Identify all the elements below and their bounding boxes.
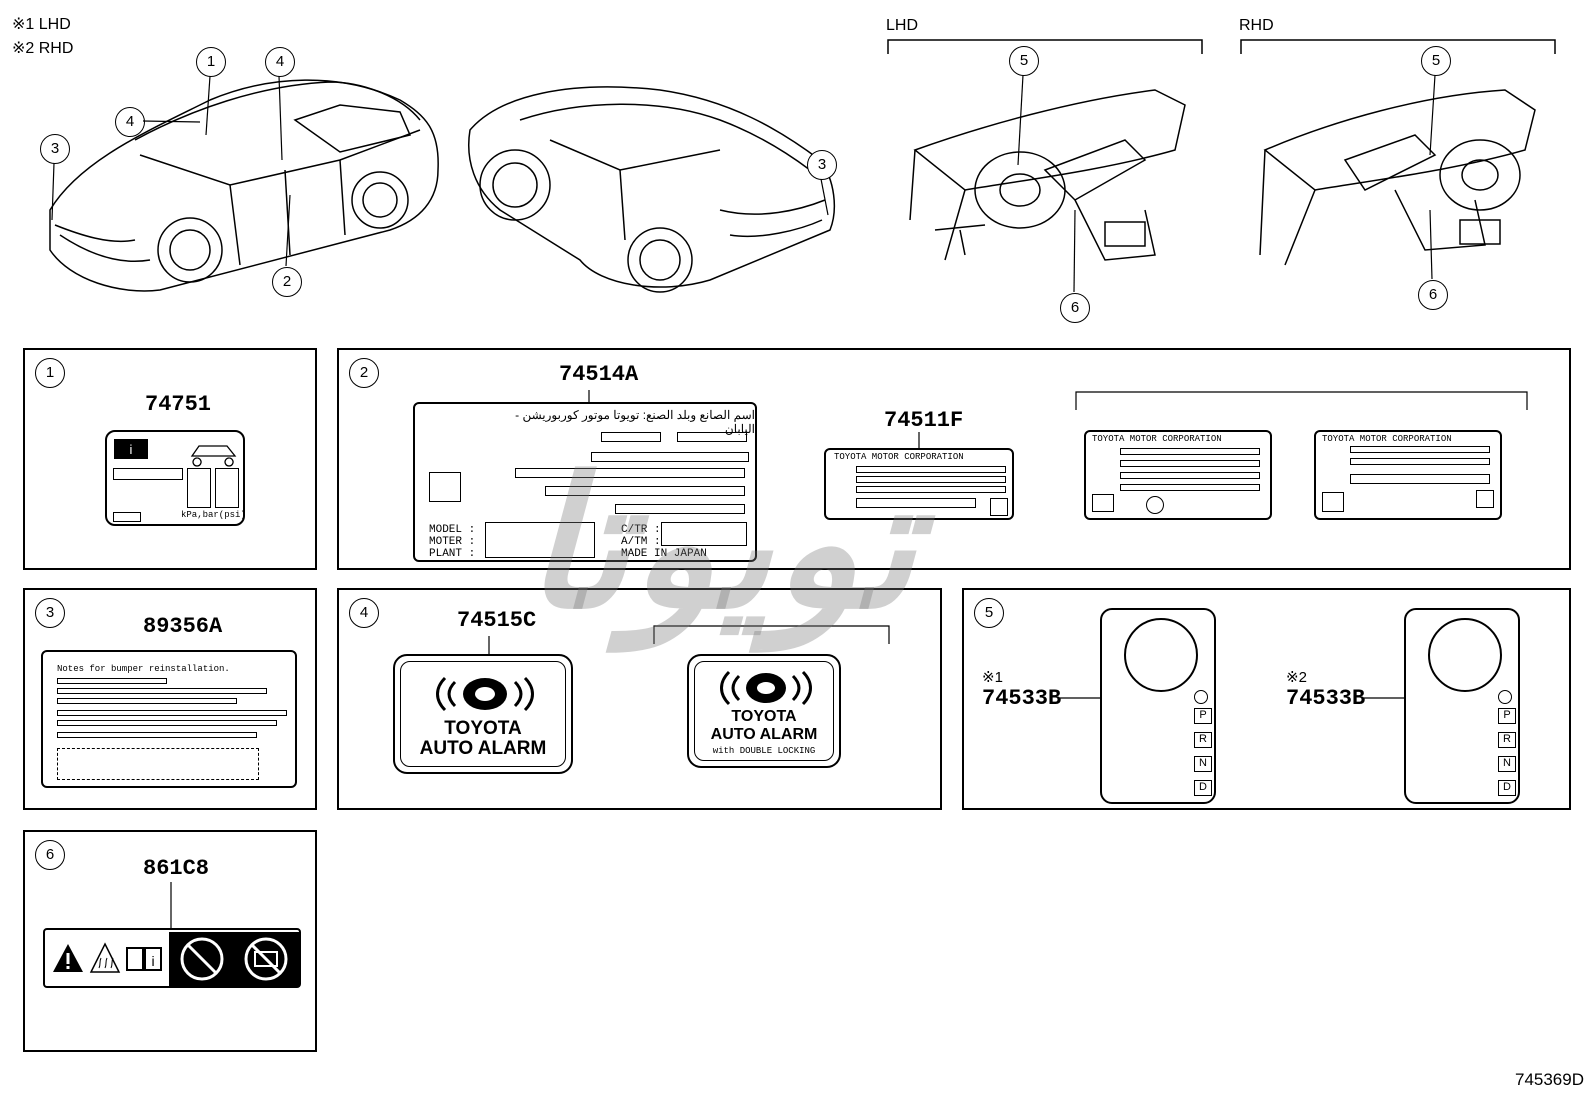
callout-5-lhd: 5: [1009, 46, 1039, 76]
dashboard-lhd-illustration: [909, 89, 1186, 261]
callout-2: 2: [272, 267, 302, 297]
panel-1-part-number: 74751: [145, 392, 212, 417]
callout-leaders: [51, 74, 1436, 293]
alarm-b-line2: AUTO ALARM: [710, 726, 818, 743]
panel-3: 3 89356A Notes for bumper reinstallation…: [23, 588, 317, 810]
plate-74514a: اسم الصانع وبلد الصنع: تويوتا موتور كورب…: [413, 402, 757, 562]
rhd-bracket: [1240, 39, 1556, 54]
plate-plant: PLANT :: [429, 548, 476, 560]
panel-1: 1 74751 i kPa,bar(psi): [23, 348, 317, 570]
panel-5-part-right: 74533B: [1286, 686, 1366, 711]
alarm-label-a: TOYOTA AUTO ALARM: [393, 654, 573, 774]
manual-book-icon: i: [114, 439, 148, 459]
plate-moter: MOTER :: [429, 536, 476, 548]
panel-6: 6 861C8 i: [23, 830, 317, 1052]
callout-4: 4: [115, 107, 145, 137]
panel-4-part-number: 74515C: [457, 608, 537, 633]
panel-4-number: 4: [349, 598, 379, 628]
callout-3-rear: 3: [807, 150, 837, 180]
panel-5-note1: ※1: [982, 669, 1003, 686]
callout-4-door: 4: [265, 47, 295, 77]
svg-text:i: i: [130, 442, 133, 457]
panel-5: 5 ※1 74533B ※2 74533B P R N D P R N D: [962, 588, 1571, 810]
no-object-icon: [169, 932, 235, 986]
panel-5-leaders: [1060, 697, 1406, 699]
shift-l-p: P: [1194, 708, 1212, 724]
shift-r-p: P: [1498, 708, 1516, 724]
panel-2-part-f: 74511F: [884, 408, 964, 433]
diagram-id: 745369D: [1514, 1070, 1584, 1089]
plate-variant-1: TOYOTA MOTOR CORPORATION: [1084, 430, 1272, 520]
panel-2-leaders: [588, 390, 1528, 448]
dashboard-rhd-illustration: [1259, 89, 1536, 266]
panel-5-note2: ※2: [1286, 669, 1307, 686]
plate-74511f: TOYOTA MOTOR CORPORATION: [824, 448, 1014, 520]
panel-3-number: 3: [35, 598, 65, 628]
panel-2-part-a: 74514A: [559, 362, 639, 387]
plate-atm: A/TM :: [621, 536, 661, 548]
alarm-b-line1: TOYOTA: [731, 708, 797, 725]
shift-r-n: N: [1498, 756, 1516, 772]
panel-6-part-number: 861C8: [143, 856, 210, 881]
shift-l-d: D: [1194, 780, 1212, 796]
panel-6-leader: [170, 882, 172, 928]
panel-5-part-left: 74533B: [982, 686, 1062, 711]
alarm-horn-icon: [436, 676, 534, 712]
panel-1-number: 1: [35, 358, 65, 388]
shift-l-n: N: [1194, 756, 1212, 772]
region-rhd-label: RHD: [1239, 17, 1274, 34]
manual-icon: i: [126, 947, 162, 971]
alarm-horn-icon-b: [720, 670, 812, 706]
car-front-view-illustration: [49, 79, 439, 292]
panel-2-number: 2: [349, 358, 379, 388]
panel-2: 2 74514A 74511F اسم الصانع وبلد الصنع: ت…: [337, 348, 1571, 570]
svg-text:i: i: [151, 953, 154, 969]
plate-f-corp: TOYOTA MOTOR CORPORATION: [834, 452, 964, 462]
callout-5-rhd: 5: [1421, 46, 1451, 76]
panel-3-part-number: 89356A: [143, 614, 223, 639]
panel-4: 4 74515C TOYOTA AUTO ALARM: [337, 588, 942, 810]
bumper-note: Notes for bumper reinstallation.: [57, 664, 230, 674]
plate-v1-corp: TOYOTA MOTOR CORPORATION: [1092, 434, 1222, 444]
note-lhd: ※1 LHD: [12, 16, 71, 33]
shift-label-rhd: P R N D: [1404, 608, 1520, 804]
warning-triangle-icon: [53, 944, 83, 972]
plate-v2-corp: TOYOTA MOTOR CORPORATION: [1322, 434, 1452, 444]
tire-pressure-units: kPa,bar(psi): [181, 510, 246, 520]
alarm-a-line2: AUTO ALARM: [419, 738, 547, 759]
callout-6-lhd: 6: [1060, 293, 1090, 323]
plate-made-in: MADE IN JAPAN: [621, 548, 707, 560]
callout-1: 1: [196, 47, 226, 77]
bumper-label: Notes for bumper reinstallation.: [41, 650, 297, 788]
alarm-label-b: TOYOTA AUTO ALARM with DOUBLE LOCKING: [687, 654, 841, 768]
plate-model: MODEL :: [429, 524, 476, 536]
tire-pressure-label: i kPa,bar(psi): [105, 430, 246, 526]
callout-6-rhd: 6: [1418, 280, 1448, 310]
region-lhd-label: LHD: [886, 17, 919, 34]
plate-ctr: C/TR :: [621, 524, 661, 536]
shift-label-lhd: P R N D: [1100, 608, 1216, 804]
panel-5-number: 5: [974, 598, 1004, 628]
car-rear-view-illustration: [468, 86, 836, 293]
panel-6-number: 6: [35, 840, 65, 870]
alarm-b-line3: with DOUBLE LOCKING: [712, 746, 816, 756]
warning-label: i: [43, 928, 301, 988]
plate-variant-2: TOYOTA MOTOR CORPORATION: [1314, 430, 1502, 520]
alarm-a-line1: TOYOTA: [444, 718, 522, 739]
car-side-icon: [190, 445, 237, 467]
shift-r-d: D: [1498, 780, 1516, 796]
lhd-bracket: [887, 39, 1203, 54]
no-object-icon-2: [233, 932, 299, 986]
shift-l-r: R: [1194, 732, 1212, 748]
callout-3: 3: [40, 134, 70, 164]
shift-r-r: R: [1498, 732, 1516, 748]
note-rhd: ※2 RHD: [12, 40, 74, 57]
hot-surface-icon: [89, 942, 121, 973]
panel-4-leaders: [488, 625, 890, 654]
